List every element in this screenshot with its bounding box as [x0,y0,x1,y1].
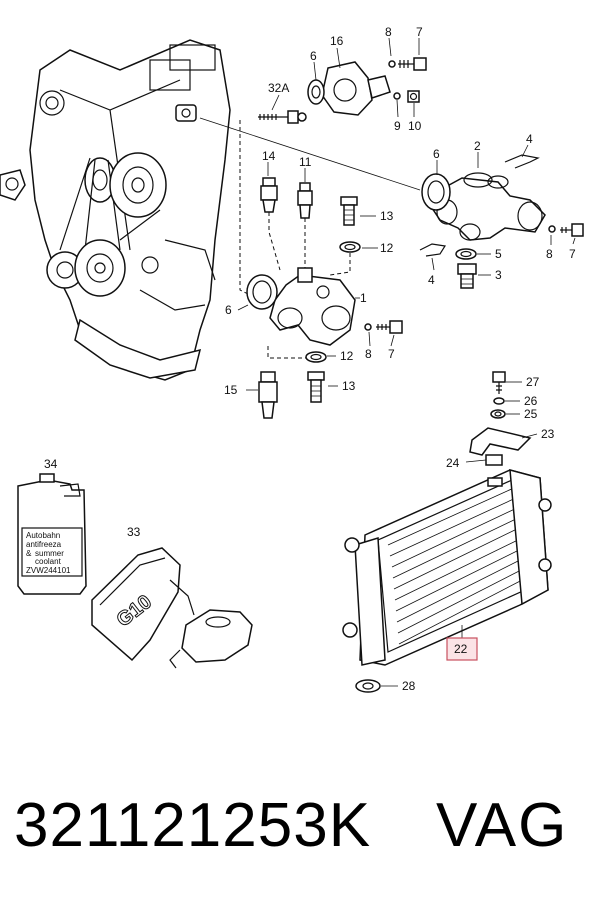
callout-34: 34 [44,457,58,471]
mount-28 [355,679,381,693]
canister-label-amp: & [26,549,32,558]
footer: 321121253K VAG [0,790,600,900]
seal-5 [455,248,477,260]
callout-4-bottom: 4 [428,273,435,287]
callout-24: 24 [446,456,460,470]
canister-label-line2: antifreeza [26,540,62,549]
sender-15 [258,371,278,419]
guide-12-lower [267,346,310,359]
callout-8-top: 8 [385,25,392,39]
callout-6-right: 6 [433,147,440,161]
callout-8-right: 8 [546,247,553,261]
callout-15: 15 [224,383,238,397]
seal-12-lower [305,351,327,363]
callout-10: 10 [408,119,422,133]
callout-3: 3 [495,268,502,282]
gasket-6-right [421,173,451,211]
bracket-23 [469,427,532,456]
plug-3 [457,263,477,289]
seal-12-upper [339,241,361,253]
callout-23: 23 [541,427,555,441]
part-number: 321121253K [14,791,372,860]
canister-label-line5: ZVW244101 [26,566,71,575]
housing-2 [429,172,546,241]
callout-12-lower: 12 [340,349,354,363]
canister-label-line1: Autobahn [26,531,60,540]
plug-13-upper [340,196,358,226]
callout-8-mid: 8 [365,347,372,361]
callout-32a: 32A [268,81,289,95]
callout-13-upper: 13 [380,209,394,223]
radiator-22 [342,468,552,666]
gasket-6-left [246,274,278,310]
canister-label-line3: summer [35,549,64,558]
callout-28: 28 [402,679,416,693]
callout-27: 27 [526,375,540,389]
parts-diagram: 16 8 7 6 32A 9 10 14 11 13 12 1 6 8 7 12… [0,25,584,693]
canister-label-line4: coolant [35,557,62,566]
callout-5: 5 [495,247,502,261]
callout-7-right: 7 [569,247,576,261]
callout-1: 1 [360,291,367,305]
callout-6-top: 6 [310,49,317,63]
bolt-27 [492,371,506,394]
flange-16 [307,61,391,116]
leader-lines [237,37,576,687]
callouts: 16 8 7 6 32A 9 10 14 11 13 12 1 6 8 7 12… [44,25,576,693]
bolt-32a [258,110,307,124]
callout-7-mid: 7 [388,347,395,361]
clip-4-top [504,154,540,169]
clip-24 [485,454,503,466]
callout-7-top: 7 [416,25,423,39]
guide-12-upper [329,253,351,276]
nut-9-10 [393,90,420,103]
callout-22-highlight [446,637,478,661]
washer-25 [490,409,506,419]
sender-11 [297,182,313,268]
bolt-7-mid [364,320,403,334]
plug-13-lower [307,371,325,403]
gasket-32a [175,104,197,122]
callout-6-left: 6 [225,303,232,317]
brand-name: VAG [436,791,569,860]
callout-4-top: 4 [526,132,533,146]
canister-label: Autobahn antifreeza & summer coolant ZVW… [26,531,71,575]
antifreeze-canister-34 [17,473,87,595]
callout-13-lower: 13 [342,379,356,393]
callout-16: 16 [330,34,344,48]
callout-33: 33 [127,525,141,539]
g10-canister-33 [91,547,195,662]
callout-9: 9 [394,119,401,133]
housing-1 [269,267,356,346]
callout-11: 11 [299,155,312,169]
engine-block [0,39,231,381]
bolt-7-top [388,57,427,71]
leader-line-engine [199,117,421,191]
engine-outline-guide [239,120,261,301]
callout-25: 25 [524,407,538,421]
clip-4-bottom [419,243,446,257]
callout-14: 14 [262,149,276,163]
sender-14 [260,177,281,271]
callout-26: 26 [524,394,538,408]
washer-26 [493,397,505,405]
expansion-tank [169,609,253,669]
callout-12-upper: 12 [380,241,394,255]
callout-2: 2 [474,139,481,153]
bolt-7-right [548,223,584,237]
callout-22: 22 [454,642,468,656]
